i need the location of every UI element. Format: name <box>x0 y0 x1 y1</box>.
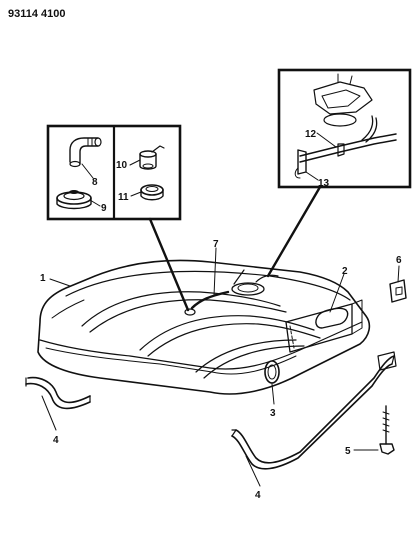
strap-bolt <box>379 405 395 455</box>
callout-9: 9 <box>101 203 107 214</box>
callout-2: 2 <box>342 266 348 277</box>
callout-12: 12 <box>305 129 317 140</box>
strap-bracket <box>389 279 407 303</box>
callout-5: 5 <box>345 446 351 457</box>
strap-left <box>25 376 91 410</box>
callout-1: 1 <box>40 273 46 284</box>
callout-11: 11 <box>118 192 129 203</box>
callout-10: 10 <box>116 160 128 171</box>
callout-4-front: 4 <box>255 490 261 501</box>
callout-8: 8 <box>92 177 98 188</box>
callout-7: 7 <box>213 239 219 250</box>
drain-plug-port <box>264 360 280 384</box>
inset-fuel-lines <box>266 68 412 278</box>
callout-13: 13 <box>318 178 330 189</box>
diagram-code: 93114 4100 <box>8 8 66 20</box>
callout-6: 6 <box>396 255 402 266</box>
inset-vent-parts <box>46 124 190 312</box>
strap-front <box>231 351 397 470</box>
callout-4-left: 4 <box>53 435 59 446</box>
callout-3: 3 <box>270 408 276 419</box>
filler-tube <box>285 299 363 353</box>
